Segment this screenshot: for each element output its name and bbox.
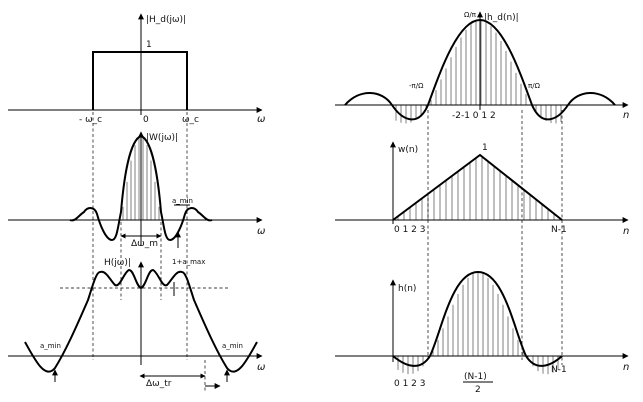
panel-f-x-label: n [623, 362, 629, 373]
panel-c-title: H(jω)| [104, 258, 131, 268]
panel-e-end: N-1 [551, 225, 567, 235]
panel-d-left-zero: -π/Ω [409, 82, 424, 90]
panel-designed-impulse-response: h(n) 0 1 2 3 (N-1) 2 N-1 n [335, 270, 629, 395]
panel-e-peak: 1 [482, 143, 488, 153]
panel-c-transition-label: Δω_tr [146, 379, 172, 389]
panel-a-level-one: 1 [146, 40, 152, 50]
panel-d-ticks: -2-1 0 1 2 [452, 111, 496, 121]
panel-f-center-den: 2 [475, 385, 481, 395]
panel-d-x-label: n [623, 110, 629, 121]
triangular-window-curve [392, 153, 563, 221]
panel-resulting-filter-response: H(jω)| 1+a_max ω a_min a_min Δω_tr [8, 258, 265, 389]
panel-c-x-label: ω [257, 362, 265, 373]
right-guide-lines [427, 110, 563, 365]
panel-e-x-label: n [623, 226, 629, 237]
window-hatching [397, 156, 555, 220]
designed-hatching [397, 272, 559, 375]
panel-window-spectrum: |W(jω)| ω a_min Δω_m [8, 131, 265, 249]
panel-f-center-num: (N-1) [464, 372, 487, 382]
mainlobe-hatching [122, 137, 160, 220]
panel-f-title: h(n) [398, 284, 416, 294]
panel-e-ticks: 0 1 2 3 [394, 225, 426, 235]
left-guide-lines [92, 112, 206, 392]
window-spectrum-curve [69, 134, 213, 242]
ideal-lowpass-rectangle [92, 51, 188, 110]
panel-b-ripple-label: a_min [172, 197, 193, 205]
panel-e-title: w(n) [398, 145, 418, 155]
windowed-impulse-curve [392, 270, 563, 367]
panel-f-ticks: 0 1 2 3 [394, 379, 426, 389]
panel-ideal-impulse-response: |h_d(n)| Ω/π -π/Ω π/Ω -2-1 0 1 2 n [335, 11, 629, 124]
panel-d-peak-label: Ω/π [464, 11, 477, 19]
panel-b-title: |W(jω)| [146, 133, 178, 143]
panel-a-right-cutoff: ω_c [182, 115, 199, 125]
panel-c-left-min-label: a_min [40, 342, 61, 350]
panel-a-zero: 0 [143, 115, 149, 125]
panel-f-end: N-1 [551, 365, 567, 375]
panel-b-mainlobe-label: Δω_m [131, 239, 158, 249]
panel-a-title: |H_d(jω)| [146, 15, 186, 25]
panel-a-x-label: ω [257, 114, 265, 125]
panel-d-title: |h_d(n)| [484, 13, 519, 23]
panel-c-right-min-label: a_min [222, 342, 243, 350]
panel-b-x-label: ω [257, 226, 265, 237]
panel-window-sequence: w(n) 1 0 1 2 3 N-1 n [335, 141, 629, 237]
panel-ideal-frequency-response: |H_d(jω)| 1 ω - ω_c 0 ω_c [8, 13, 265, 125]
filter-response-curve [24, 268, 258, 373]
panel-a-left-cutoff: - ω_c [79, 115, 102, 125]
sinc-curve [344, 18, 616, 121]
impulse-hatching [395, 20, 562, 124]
panel-d-right-zero: π/Ω [528, 82, 541, 90]
panel-c-upper-label: 1+a_max [172, 258, 205, 266]
